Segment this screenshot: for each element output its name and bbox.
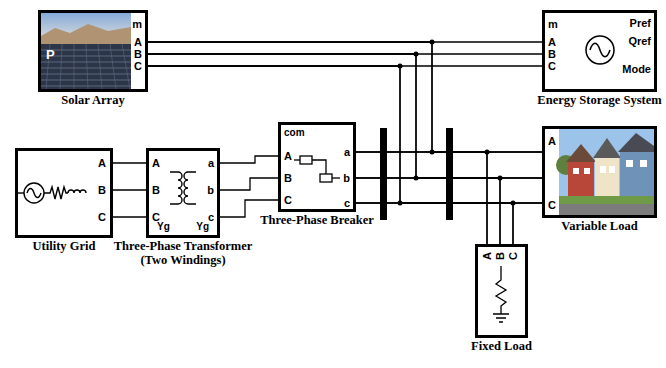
port-label: B bbox=[548, 48, 556, 60]
port-label: B bbox=[134, 48, 142, 60]
breaker-block: comABCabcThree-Phase Breaker bbox=[278, 122, 356, 212]
phase-wire bbox=[113, 162, 146, 163]
port-label: B bbox=[284, 172, 292, 184]
port-label: m bbox=[132, 18, 142, 30]
block-caption: Solar Array bbox=[61, 93, 124, 107]
port-label: b bbox=[343, 172, 350, 184]
three-phase-wire bbox=[220, 156, 278, 217]
port-label: A bbox=[481, 252, 493, 260]
port-label: A bbox=[134, 36, 142, 48]
port-label: C bbox=[98, 211, 106, 223]
port-label: A bbox=[98, 157, 106, 169]
port-label: Pref bbox=[630, 17, 651, 29]
transformer-block: ABCabcYgYgThree-Phase Transformer (Two W… bbox=[146, 148, 220, 238]
port-label: A bbox=[152, 157, 160, 169]
energy-storage-block: mABCPrefQrefModeEnergy Storage System bbox=[542, 10, 657, 92]
wire-group bbox=[113, 42, 542, 244]
three-phase-wire bbox=[113, 163, 146, 217]
three-phase-wire bbox=[356, 152, 513, 244]
junction-dot bbox=[398, 40, 516, 206]
phase-wire bbox=[113, 189, 146, 190]
port-label: a bbox=[208, 157, 214, 169]
phase-wire bbox=[356, 203, 513, 244]
port-label: B bbox=[494, 252, 506, 260]
phase-wire bbox=[148, 54, 542, 178]
block-caption: Utility Grid bbox=[33, 239, 96, 253]
port-label: C bbox=[284, 194, 292, 206]
transformer-symbol bbox=[170, 172, 196, 204]
port-label: m bbox=[548, 18, 558, 30]
phase-wire bbox=[148, 42, 487, 244]
phase-wire bbox=[356, 152, 487, 244]
grid-source-symbol bbox=[18, 183, 86, 203]
port-label: B bbox=[152, 184, 160, 196]
phase-wire bbox=[220, 178, 278, 190]
phase-wire bbox=[356, 178, 500, 244]
block-caption: Three-Phase Breaker bbox=[260, 213, 374, 227]
port-label: B bbox=[98, 184, 106, 196]
resistor-symbol bbox=[493, 266, 509, 322]
port-label: Mode bbox=[622, 63, 651, 75]
winding-label: Yg bbox=[157, 221, 170, 233]
block-caption: Three-Phase Transformer (Two Windings) bbox=[103, 239, 263, 267]
solar-photo bbox=[41, 13, 131, 89]
block-caption: Fixed Load bbox=[471, 339, 532, 353]
block-caption: Energy Storage System bbox=[537, 93, 661, 107]
ac-source-symbol bbox=[586, 36, 614, 64]
port-label: b bbox=[207, 184, 214, 196]
phase-wire bbox=[148, 42, 542, 152]
port-label: c bbox=[344, 197, 350, 209]
port-label: A bbox=[284, 150, 292, 162]
variable-load-block: ACVariable Load bbox=[542, 126, 657, 218]
panel-label: P bbox=[46, 49, 55, 61]
port-label: A bbox=[548, 135, 556, 147]
phase-wire bbox=[148, 66, 513, 244]
winding-label: Yg bbox=[196, 221, 209, 233]
utility-grid-block: ABCUtility Grid bbox=[15, 148, 113, 238]
houses-photo bbox=[556, 129, 654, 215]
port-label: A bbox=[548, 36, 556, 48]
fixed-load-block: ABCFixed Load bbox=[475, 244, 528, 338]
block-caption: Variable Load bbox=[561, 219, 637, 233]
breaker-symbol bbox=[294, 156, 340, 182]
port-label: C bbox=[134, 60, 142, 72]
phase-wire bbox=[148, 66, 542, 203]
phase-wire bbox=[113, 216, 146, 217]
solar-array-block: mABCPSolar Array bbox=[38, 10, 148, 92]
port-label: C bbox=[507, 252, 519, 260]
port-label: com bbox=[284, 127, 305, 139]
port-label: C bbox=[548, 199, 556, 211]
three-phase-wire bbox=[148, 42, 513, 244]
port-label: a bbox=[344, 146, 350, 158]
port-label: Qref bbox=[628, 35, 651, 47]
port-label: C bbox=[548, 60, 556, 72]
phase-wire bbox=[220, 156, 278, 163]
